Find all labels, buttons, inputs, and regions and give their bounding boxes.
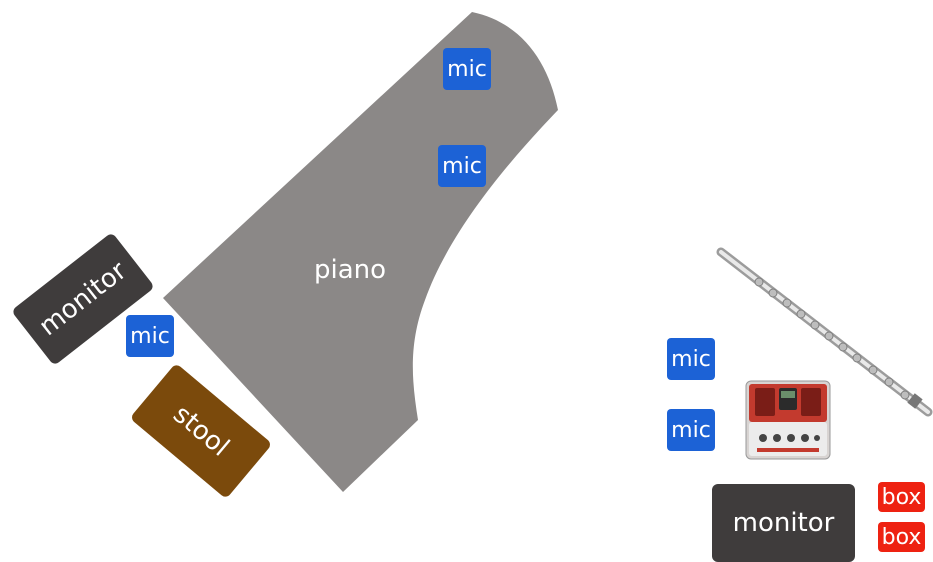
mic-piano-top[interactable]: mic — [443, 48, 491, 90]
stool-label: stool — [167, 399, 235, 463]
mic-label: mic — [671, 346, 711, 372]
box-label: box — [881, 524, 922, 550]
mic-flute-lower[interactable]: mic — [667, 409, 715, 451]
mic-label: mic — [671, 417, 711, 443]
piano-body-icon — [163, 12, 558, 492]
mic-label: mic — [442, 153, 482, 179]
piano-label: piano — [314, 255, 387, 285]
mic-label: mic — [130, 323, 170, 349]
flute-monitor-label: monitor — [732, 508, 835, 538]
mic-label: mic — [447, 56, 487, 82]
flute-monitor[interactable]: monitor — [712, 484, 855, 562]
mic-flute-upper[interactable]: mic — [667, 338, 715, 380]
flute-icon — [716, 247, 933, 417]
box-upper[interactable]: box — [878, 482, 925, 512]
box-lower[interactable]: box — [878, 522, 925, 552]
mic-piano-middle[interactable]: mic — [438, 145, 486, 187]
mic-piano-player[interactable]: mic — [126, 315, 174, 357]
effects-pedal-icon — [745, 380, 831, 460]
box-label: box — [881, 484, 922, 510]
